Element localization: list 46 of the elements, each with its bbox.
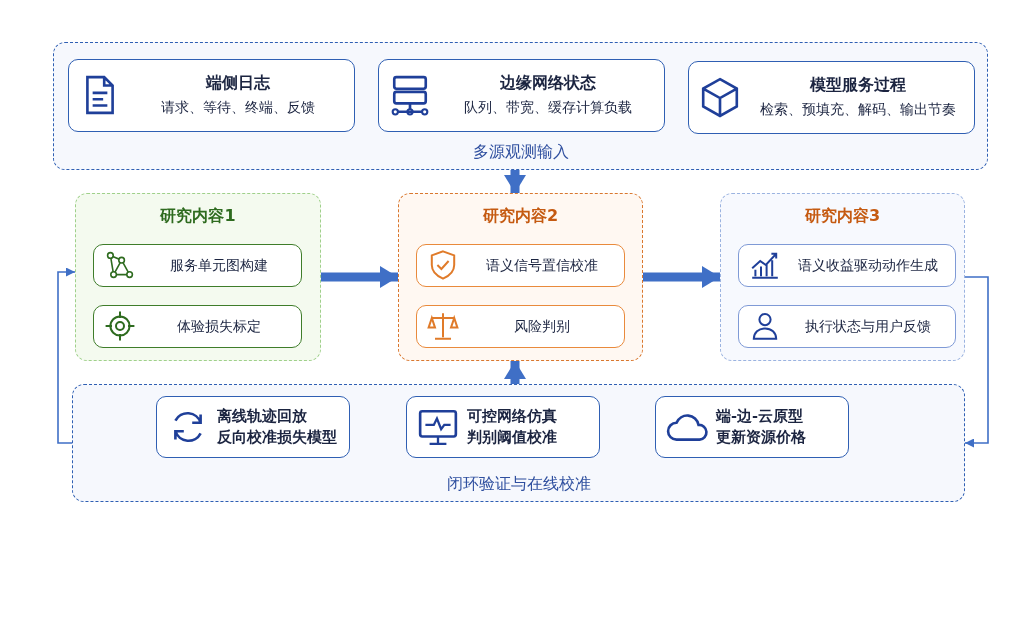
group-title: 闭环验证与在线校准 bbox=[446, 474, 591, 495]
card bbox=[93, 244, 302, 287]
card bbox=[406, 396, 600, 458]
card-text: 语义收益驱动动作生成 bbox=[798, 256, 938, 275]
card-text: 执行状态与用户反馈 bbox=[805, 317, 931, 336]
card-text: 队列、带宽、缓存计算负载 bbox=[463, 98, 632, 117]
arrow bbox=[321, 266, 398, 288]
arrow bbox=[504, 170, 526, 193]
group-title: 研究内容2 bbox=[482, 206, 559, 227]
group-panel bbox=[398, 193, 643, 361]
card-text: 离线轨迹回放 bbox=[217, 406, 307, 426]
group-title: 多源观测输入 bbox=[472, 142, 569, 163]
card-text: 检索、预填充、解码、输出节奏 bbox=[759, 100, 956, 119]
card-text: 可控网络仿真 bbox=[467, 406, 557, 426]
group-panel bbox=[72, 384, 965, 502]
group-panel bbox=[720, 193, 965, 361]
card bbox=[378, 59, 665, 132]
card-text: 风险判别 bbox=[513, 317, 570, 336]
card-title: 边缘网络状态 bbox=[499, 72, 596, 94]
card-text: 语义信号置信校准 bbox=[485, 256, 598, 275]
card-text: 服务单元图构建 bbox=[169, 256, 268, 275]
arrow bbox=[57, 267, 76, 444]
card bbox=[416, 305, 625, 348]
card bbox=[416, 244, 625, 287]
card-text: 请求、等待、终端、反馈 bbox=[160, 98, 315, 117]
group-panel bbox=[75, 193, 321, 361]
card bbox=[68, 59, 355, 132]
card-text: 判别阈值校准 bbox=[467, 427, 557, 447]
group-title: 研究内容3 bbox=[804, 206, 881, 227]
card-text: 更新资源价格 bbox=[716, 427, 806, 447]
arrow bbox=[504, 361, 526, 384]
card bbox=[93, 305, 302, 348]
card bbox=[738, 305, 956, 348]
group-panel bbox=[53, 42, 988, 170]
card-title: 模型服务过程 bbox=[809, 74, 906, 96]
card-title: 端侧日志 bbox=[205, 72, 270, 94]
arrow bbox=[964, 276, 989, 448]
card-text: 端-边-云原型 bbox=[716, 406, 804, 426]
card bbox=[688, 61, 975, 134]
arrow bbox=[643, 266, 720, 288]
group-title: 研究内容1 bbox=[160, 206, 236, 227]
card bbox=[156, 396, 350, 458]
card bbox=[655, 396, 849, 458]
card-text: 反向校准损失模型 bbox=[217, 427, 337, 447]
card bbox=[738, 244, 956, 287]
card-text: 体验损失标定 bbox=[176, 317, 261, 336]
